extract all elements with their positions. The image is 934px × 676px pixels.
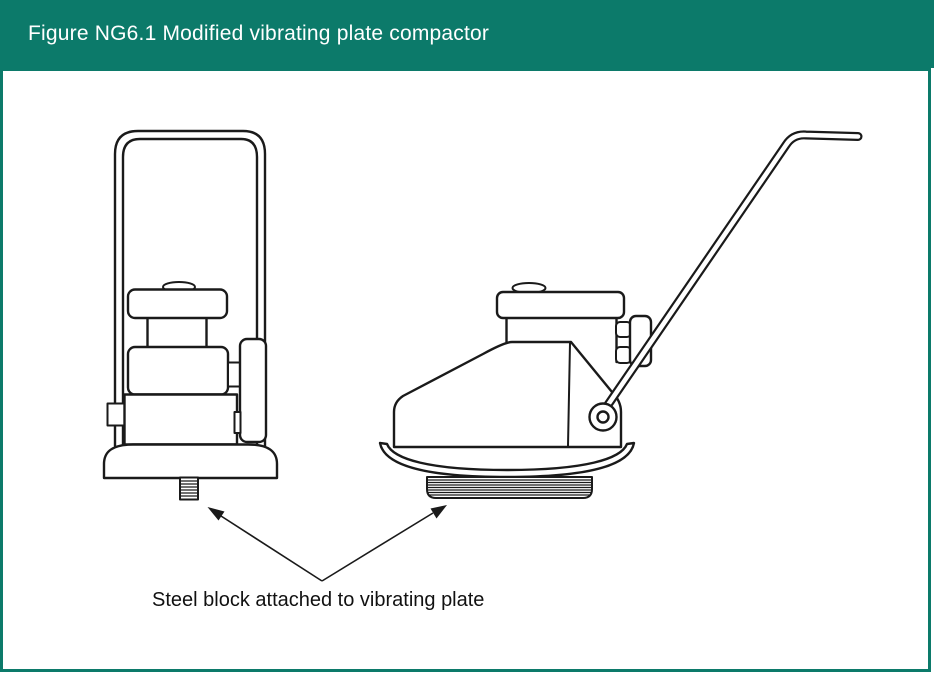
- handle-pivot-inner: [596, 410, 610, 424]
- engine-top-side: [495, 290, 626, 320]
- mount-bump-upper: [615, 321, 632, 338]
- base-mount-slot: [233, 411, 242, 434]
- engine-neck-front: [146, 316, 208, 350]
- side-view-compactor: [378, 130, 863, 499]
- vibrating-plate-side: [378, 441, 636, 479]
- arrow-right-head: [430, 505, 447, 519]
- handle-bar: [596, 130, 863, 420]
- arrow-left-line: [220, 515, 323, 582]
- base-mount-front: [123, 393, 239, 446]
- machine-body-side: [392, 340, 623, 449]
- handle-loop-outer: [113, 129, 267, 448]
- vibrating-plate-front: [102, 443, 279, 480]
- side-bracket-front: [238, 337, 268, 444]
- engine-body-front: [126, 345, 230, 396]
- annotation-label: Steel block attached to vibrating plate: [152, 589, 485, 611]
- arrow-right-line: [321, 512, 434, 582]
- front-view-compactor: [102, 129, 279, 501]
- annotation-arrows: [207, 505, 447, 582]
- steel-block-side: [426, 476, 593, 499]
- mount-bump-lower: [615, 346, 632, 364]
- handle-clamp: [106, 402, 127, 427]
- handle-bar-inner: [598, 132, 861, 418]
- engine-top-front: [126, 288, 229, 320]
- figure-header: Figure NG6.1 Modified vibrating plate co…: [0, 0, 934, 68]
- handle-loop-inner: [121, 137, 259, 448]
- arrow-left-head: [207, 507, 225, 521]
- figure-title: Figure NG6.1 Modified vibrating plate co…: [28, 22, 490, 45]
- pivot-panel-line: [567, 342, 571, 447]
- steel-block-front: [179, 476, 199, 501]
